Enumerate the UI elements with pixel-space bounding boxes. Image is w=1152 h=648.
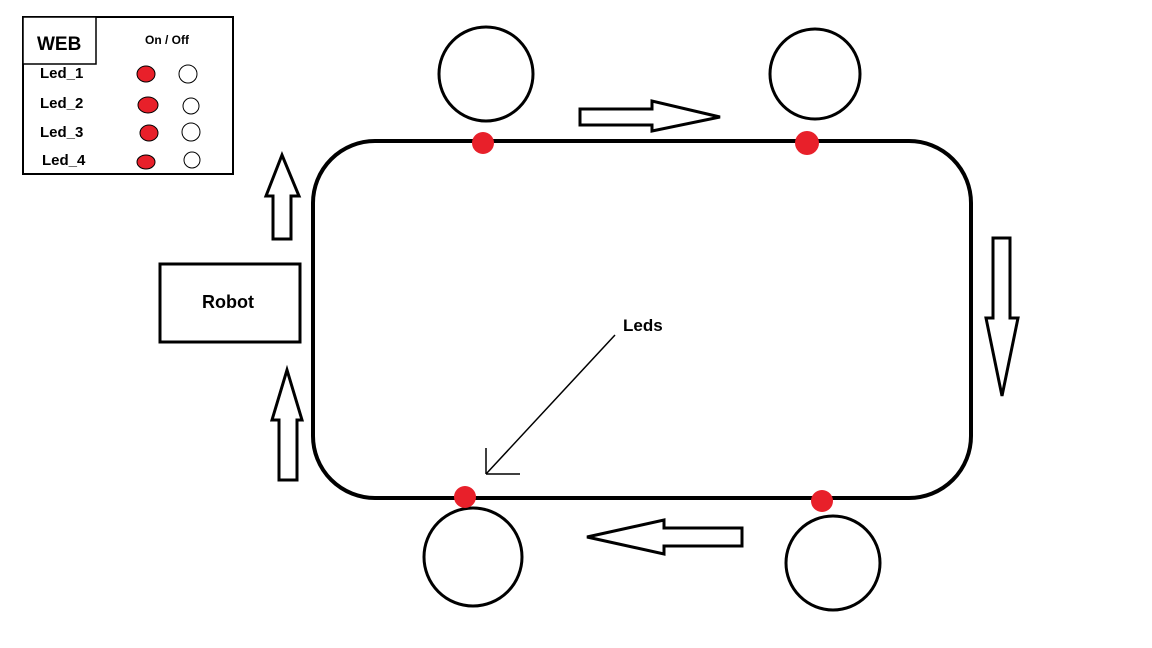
station-bottom-right-circle [784, 514, 882, 612]
station-bottom-left-circle [422, 506, 524, 608]
arrow-up-upper-icon [263, 150, 302, 241]
leds-annotation-label: Leds [623, 316, 663, 335]
led-1-off-indicator[interactable] [178, 64, 198, 84]
track-led-bottom-right [811, 490, 833, 512]
led-1-label: Led_1 [40, 65, 84, 82]
track-led-top-left [472, 132, 494, 154]
arrow-left-icon [586, 518, 744, 556]
led-3-off-indicator[interactable] [181, 122, 201, 142]
web-title-box [22, 16, 97, 65]
led-3-label: Led_3 [40, 124, 84, 141]
arrow-up-lower-icon [269, 364, 305, 482]
on-off-column-header: On / Off [145, 33, 189, 47]
robot-box [158, 262, 302, 344]
led-4-off-indicator[interactable] [183, 151, 201, 169]
track-led-top-right [795, 131, 819, 155]
robot-label: Robot [202, 292, 254, 312]
led-4-on-indicator[interactable] [136, 154, 156, 170]
station-top-left-circle [437, 25, 535, 123]
station-top-right-circle [768, 27, 862, 121]
led-1-on-indicator[interactable] [136, 65, 156, 83]
web-panel-title: WEB [37, 34, 82, 55]
led-4-label: Led_4 [42, 152, 86, 169]
arrow-down-icon [984, 236, 1020, 397]
leds-pointer-arrow-icon [485, 334, 616, 475]
led-2-label: Led_2 [40, 95, 84, 112]
led-2-off-indicator[interactable] [182, 97, 200, 115]
led-2-on-indicator[interactable] [137, 96, 159, 114]
led-3-on-indicator[interactable] [139, 124, 159, 142]
track-led-bottom-left [454, 486, 476, 508]
arrow-right-icon [578, 99, 721, 133]
track [311, 139, 973, 500]
